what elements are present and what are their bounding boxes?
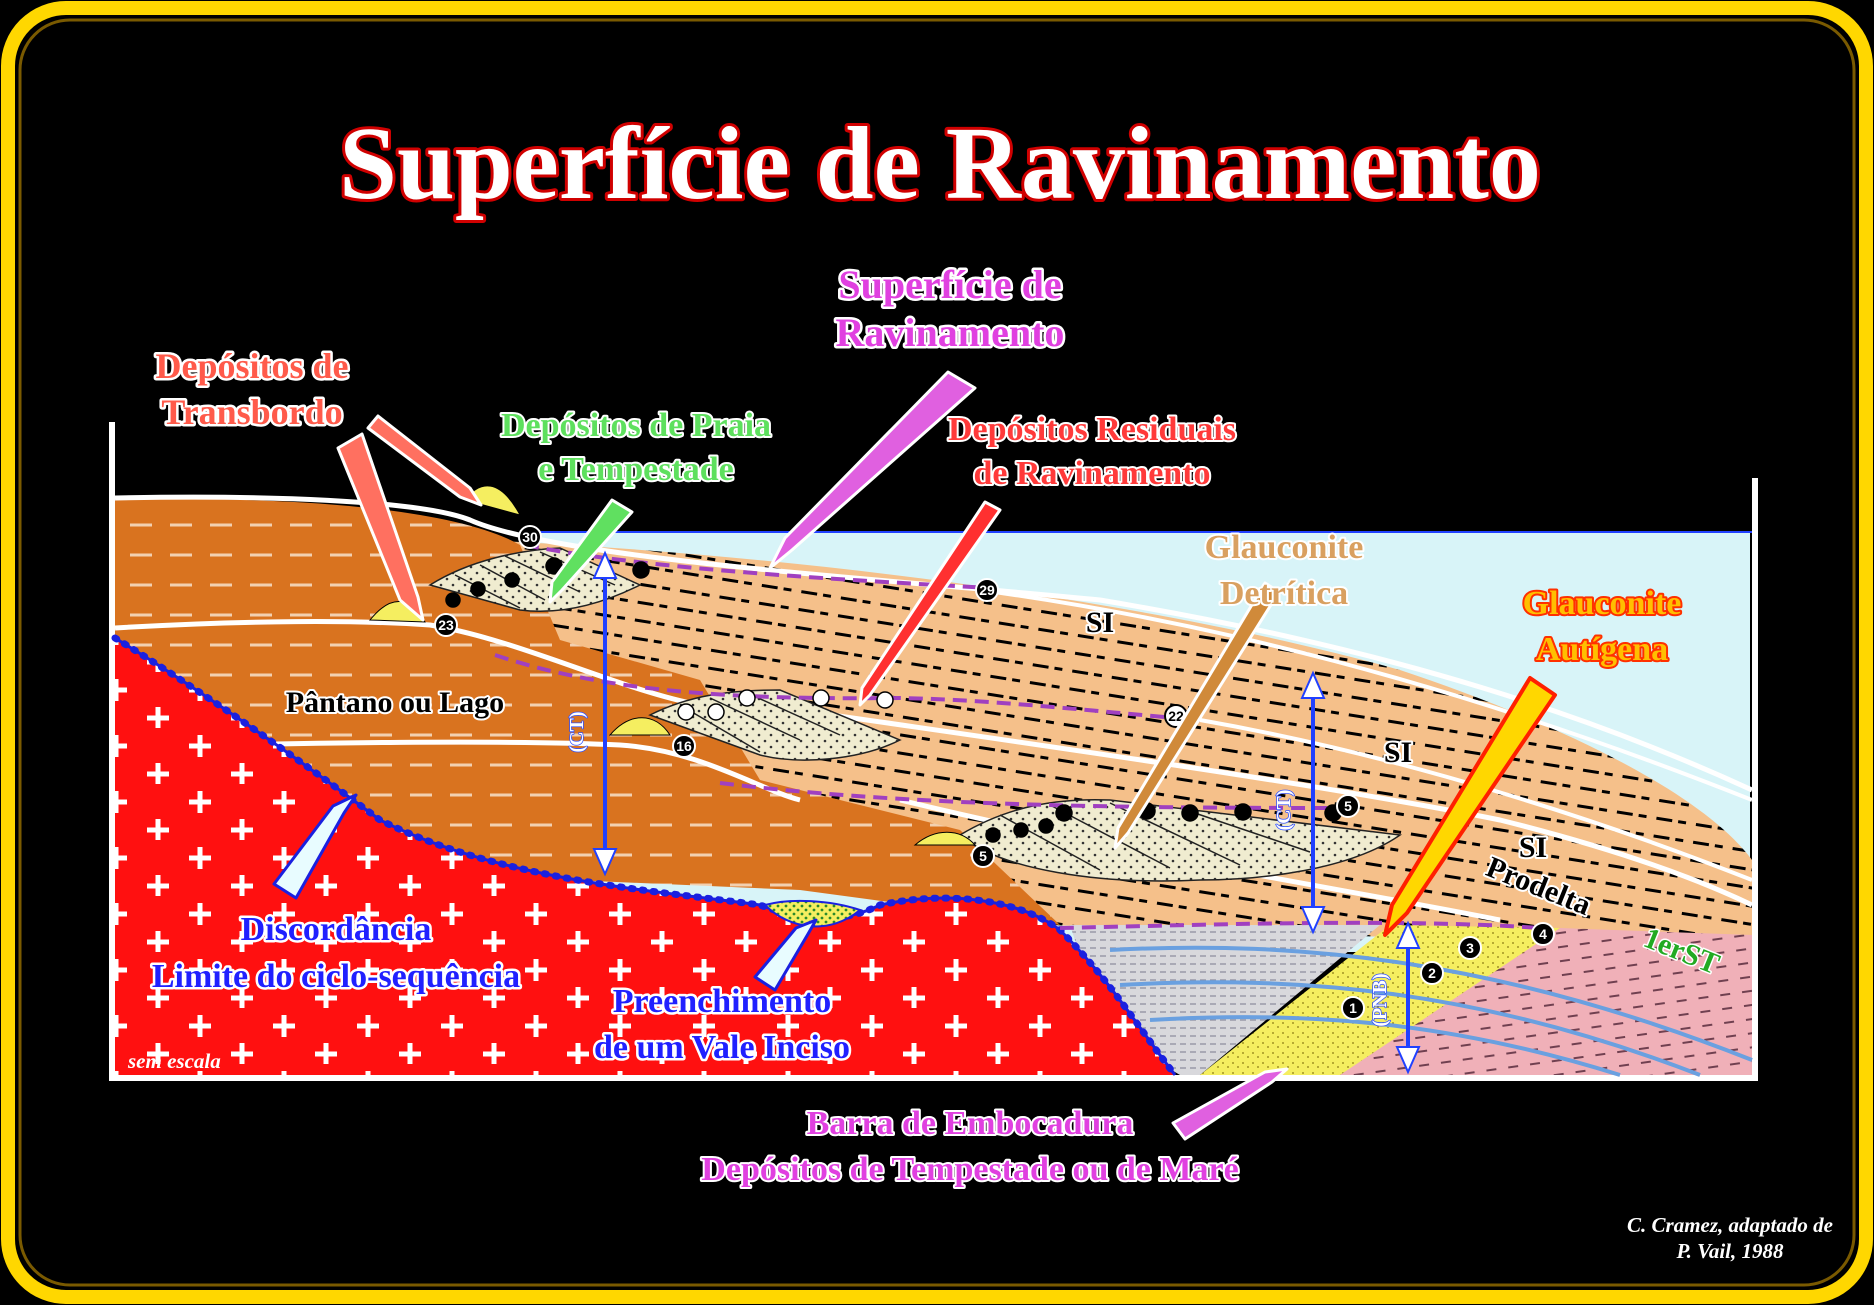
ct-label-2: (CT) bbox=[1273, 789, 1295, 830]
svg-text:Depósitos de Tempestade ou de: Depósitos de Tempestade ou de Maré bbox=[701, 1151, 1238, 1188]
si-label-2: SI bbox=[1384, 736, 1412, 769]
inner-frame-line bbox=[18, 18, 1856, 1287]
svg-text:5: 5 bbox=[1344, 798, 1352, 814]
lag-deposits bbox=[445, 557, 1342, 843]
label-ravinamento: Superfície de Ravinamento bbox=[833, 260, 1067, 358]
marker-4: 4 bbox=[1531, 922, 1555, 946]
svg-text:Depósitos Residuais: Depósitos Residuais bbox=[948, 411, 1236, 448]
label-autigena: Glauconite Autígena bbox=[1521, 583, 1684, 670]
marker-5b: 5 bbox=[1336, 794, 1360, 818]
arrow-autigena bbox=[1383, 676, 1557, 937]
svg-text:29: 29 bbox=[979, 582, 995, 598]
marker-2: 2 bbox=[1420, 961, 1444, 985]
svg-text:5: 5 bbox=[979, 848, 987, 864]
marker-30: 30 bbox=[518, 525, 542, 549]
svg-text:23: 23 bbox=[438, 617, 454, 633]
mouth-bar bbox=[1200, 925, 1560, 1075]
label-transbordo: Depósitos de Transbordo bbox=[153, 344, 351, 435]
svg-text:Detrítica: Detrítica bbox=[1220, 575, 1348, 612]
arrow-residuais bbox=[858, 500, 1002, 707]
label-vale: Preenchimento de um Vale Inciso bbox=[592, 981, 853, 1069]
svg-text:1: 1 bbox=[1349, 1000, 1357, 1016]
svg-text:4: 4 bbox=[1539, 926, 1547, 942]
arrow-discordancia bbox=[272, 793, 358, 900]
si-lines bbox=[979, 588, 1753, 882]
svg-text:Limite do ciclo-sequência: Limite do ciclo-sequência bbox=[152, 958, 520, 995]
ct-label-1: (CT) bbox=[566, 711, 588, 752]
label-detritica: Glauconite Detrítica bbox=[1203, 527, 1366, 614]
si-label-1: SI bbox=[1086, 606, 1114, 639]
svg-text:Transbordo: Transbordo bbox=[161, 392, 342, 432]
label-praia: Depósitos de Praia e Tempestade bbox=[499, 405, 773, 490]
svg-text:Depósitos de Praia: Depósitos de Praia bbox=[501, 407, 771, 444]
page-title: Superfície de Ravinamento bbox=[339, 106, 1541, 221]
arrow-barra bbox=[1171, 1067, 1289, 1141]
svg-text:Ravinamento: Ravinamento bbox=[836, 310, 1065, 355]
svg-text:Preenchimento: Preenchimento bbox=[613, 983, 831, 1020]
sem-escala-label: sem escala bbox=[127, 1049, 221, 1073]
svg-text:de Ravinamento: de Ravinamento bbox=[973, 455, 1210, 492]
svg-text:e Tempestade: e Tempestade bbox=[538, 451, 734, 488]
prodelta-pink bbox=[1340, 928, 1752, 1075]
svg-text:Glauconite: Glauconite bbox=[1523, 585, 1682, 622]
svg-text:Autígena: Autígena bbox=[1536, 631, 1668, 668]
svg-text:Barra de Embocadura: Barra de Embocadura bbox=[807, 1105, 1134, 1142]
svg-text:16: 16 bbox=[676, 738, 692, 754]
credit: C. Cramez, adaptado de P. Vail, 1988 bbox=[1627, 1213, 1833, 1263]
marker-29: 29 bbox=[975, 578, 999, 602]
svg-text:Superfície de: Superfície de bbox=[838, 262, 1061, 307]
svg-text:3: 3 bbox=[1466, 940, 1474, 956]
arrow-transbordo-1 bbox=[336, 432, 425, 622]
label-discordancia: Discordância Limite do ciclo-sequência bbox=[149, 909, 522, 998]
arrow-vale bbox=[753, 918, 818, 992]
marker-5a: 5 bbox=[971, 844, 995, 868]
marker-1: 1 bbox=[1341, 996, 1365, 1020]
svg-text:Discordância: Discordância bbox=[241, 911, 432, 948]
svg-text:P. Vail, 1988: P. Vail, 1988 bbox=[1676, 1239, 1784, 1263]
svg-text:de um Vale Inciso: de um Vale Inciso bbox=[594, 1029, 850, 1066]
ct-arrow-1 bbox=[592, 550, 618, 877]
svg-text:Depósitos de: Depósitos de bbox=[155, 346, 348, 386]
svg-text:2: 2 bbox=[1428, 965, 1436, 981]
ct-arrow-2 bbox=[1300, 670, 1326, 935]
label-barra: Barra de Embocadura Depósitos de Tempest… bbox=[699, 1103, 1240, 1190]
pantano-label: Pântano ou Lago bbox=[286, 686, 504, 719]
arrow-detritica bbox=[1113, 581, 1281, 850]
pnb-arrow bbox=[1395, 920, 1421, 1075]
svg-text:Glauconite: Glauconite bbox=[1205, 529, 1364, 566]
basement bbox=[115, 638, 1175, 1075]
marker-3: 3 bbox=[1458, 936, 1482, 960]
si-label-3: SI bbox=[1519, 831, 1547, 864]
pnb-label: (PNB) bbox=[1369, 973, 1391, 1026]
section-border bbox=[109, 422, 1758, 1081]
svg-text:30: 30 bbox=[522, 529, 538, 545]
svg-text:22: 22 bbox=[1168, 708, 1184, 724]
pointer-arrows bbox=[272, 370, 1557, 1141]
label-residuais: Depósitos Residuais de Ravinamento bbox=[946, 409, 1238, 494]
arrow-transbordo-2 bbox=[366, 414, 483, 507]
incised-valley-fill bbox=[763, 899, 863, 928]
arrow-ravinamento bbox=[768, 370, 977, 570]
marker-16: 16 bbox=[672, 734, 696, 758]
arrow-praia bbox=[548, 498, 634, 604]
nivel-do-mar-label: nível do mar bbox=[1587, 509, 1691, 531]
svg-text:C. Cramez, adaptado de: C. Cramez, adaptado de bbox=[1627, 1213, 1833, 1237]
marker-23: 23 bbox=[434, 613, 458, 637]
